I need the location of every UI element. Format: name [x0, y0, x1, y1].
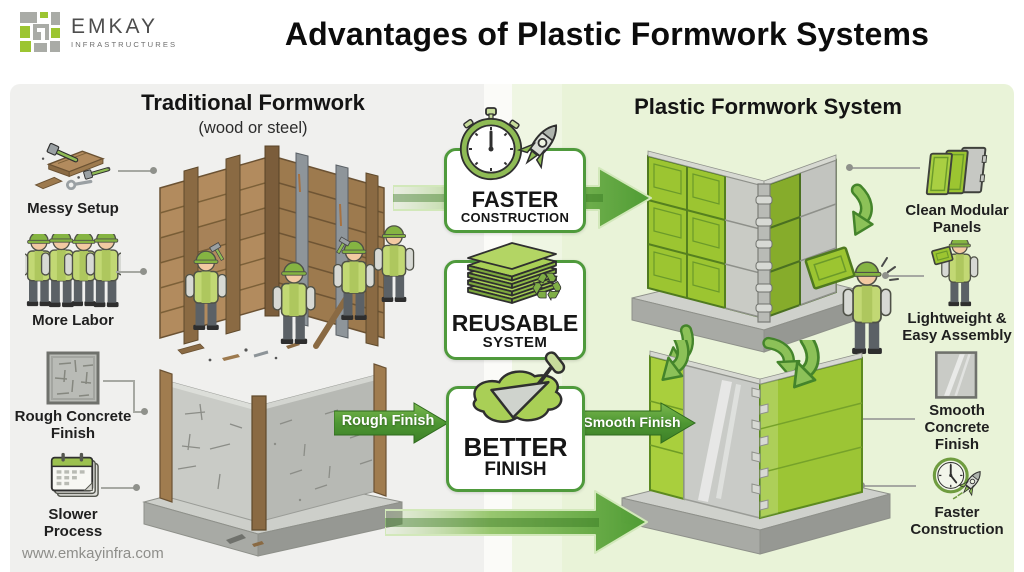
label-text: Messy Setup	[27, 200, 119, 217]
label-slower-process: Slower Process	[8, 450, 138, 541]
badge-line1: FASTER	[471, 186, 559, 212]
plastic-title: Plastic Formwork System	[634, 94, 902, 119]
smooth-finish-label: Smooth Finish	[583, 414, 681, 430]
connector-dot	[882, 272, 889, 279]
traditional-formwork-illustration	[159, 145, 415, 362]
label-messy-setup: Messy Setup	[8, 140, 138, 218]
label-faster-construction: Faster Construction	[892, 452, 1022, 539]
smooth-concrete-icon	[935, 351, 978, 399]
stopwatch-rocket-icon	[459, 107, 558, 181]
modular-panels-icon	[925, 146, 988, 196]
label-more-labor: More Labor	[8, 234, 138, 330]
clock-rocket-icon	[932, 457, 981, 500]
badge-line1: BETTER	[463, 432, 568, 463]
website-url: www.emkayinfra.com	[22, 545, 164, 562]
connector-line	[850, 167, 920, 169]
label-smooth-concrete: Smooth Concrete Finish	[892, 350, 1022, 453]
rough-finish-arrow	[334, 402, 449, 444]
badge-line2: FINISH	[484, 459, 547, 481]
connector-line	[133, 380, 135, 413]
emkay-logo-icon	[20, 12, 60, 52]
better-finish-badge: BETTER FINISH	[446, 386, 585, 492]
trowel-icon	[472, 351, 566, 423]
logo: EMKAY INFRASTRUCTURES	[18, 10, 177, 54]
label-text: Slower Process	[43, 506, 103, 540]
traditional-subtitle: (wood or steel)	[198, 119, 308, 137]
plastic-formwork-illustration	[631, 150, 899, 372]
connector-line	[862, 485, 916, 487]
connector-line	[886, 275, 924, 277]
connector-dot	[846, 164, 853, 171]
logo-tagline: INFRASTRUCTURES	[71, 39, 178, 49]
connector-dot	[133, 484, 140, 491]
badge-line2: SYSTEM	[482, 333, 548, 351]
connector-line	[116, 271, 144, 273]
worker-panel-icon	[931, 240, 979, 307]
connector-line	[849, 418, 915, 420]
connector-dot	[140, 268, 147, 275]
connector-line	[133, 411, 145, 413]
label-text: Clean Modular Panels	[905, 202, 1009, 236]
connector-line	[101, 487, 137, 489]
page-title: Advantages of Plastic Formwork Systems	[284, 16, 930, 52]
traditional-title: Traditional Formwork	[141, 90, 365, 115]
label-text: More Labor	[32, 312, 114, 329]
label-text: Smooth Concrete Finish	[924, 402, 990, 453]
smooth-finish-arrow	[577, 402, 696, 444]
rough-concrete-wall-illustration	[142, 363, 403, 557]
connector-line	[103, 380, 135, 382]
calendar-icon	[50, 452, 99, 498]
label-text: Rough Concrete Finish	[14, 408, 132, 442]
connector-line	[118, 170, 154, 172]
logo-name: EMKAY	[71, 14, 158, 38]
label-text: Lightweight & Easy Assembly	[902, 310, 1012, 344]
rough-concrete-icon	[46, 351, 100, 405]
rough-finish-label: Rough Finish	[341, 413, 435, 429]
smooth-concrete-wall-illustration	[621, 340, 891, 555]
connector-dot	[141, 408, 148, 415]
connector-dot	[150, 167, 157, 174]
label-lightweight: Lightweight & Easy Assembly	[892, 240, 1022, 345]
labor-crew-icon	[25, 234, 121, 308]
bottom-flow-arrow	[385, 490, 648, 554]
label-rough-concrete: Rough Concrete Finish	[8, 350, 138, 443]
label-text: Faster Construction	[910, 504, 1004, 538]
stacked-panels-recycle-icon: ♻	[467, 242, 564, 308]
recycle-symbol: ♻	[530, 265, 564, 308]
badge-line2: CONSTRUCTION	[460, 209, 570, 225]
label-clean-panels: Clean Modular Panels	[892, 144, 1022, 237]
messy-tools-icon	[34, 142, 111, 191]
badge-line1: REUSABLE	[451, 309, 579, 336]
